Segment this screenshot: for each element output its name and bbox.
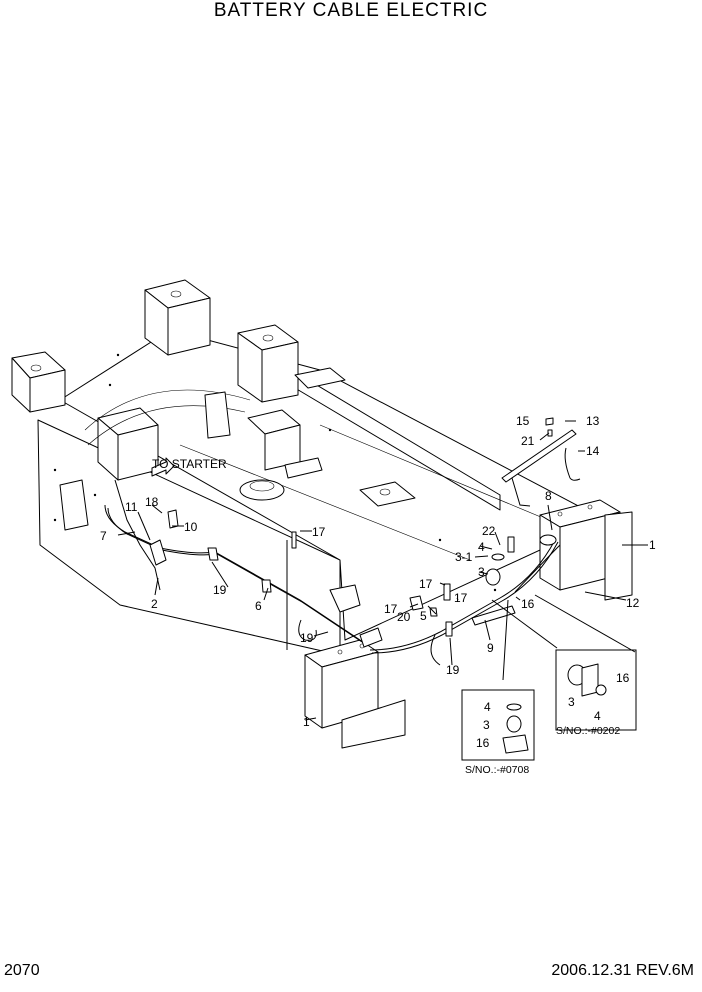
battery-cables <box>104 417 581 666</box>
callout-19: 19 <box>213 583 227 597</box>
callout-16: 16 <box>521 597 535 611</box>
serial-note-0202: S/NO.:-#0202 <box>556 725 620 737</box>
leader-lines <box>117 420 648 721</box>
callout-4: 4 <box>594 709 601 723</box>
inset-0202 <box>555 649 637 731</box>
callout-15: 15 <box>516 414 530 428</box>
revision-date: 2006.12.31 REV.6M <box>551 962 694 979</box>
callout-3: 3 <box>568 695 575 709</box>
serial-note-0708: S/NO.:-#0708 <box>465 764 529 776</box>
callout-17: 17 <box>454 591 468 605</box>
callout-6: 6 <box>255 599 262 613</box>
callout-14: 14 <box>586 444 600 458</box>
page-title: BATTERY CABLE ELECTRIC <box>213 0 489 21</box>
callout-4: 4 <box>484 700 491 714</box>
callout-17: 17 <box>384 602 398 616</box>
inset-0708 <box>461 689 535 761</box>
upper-frame-structure <box>11 279 606 656</box>
callout-17: 17 <box>312 525 326 539</box>
callout-3: 3 <box>478 565 485 579</box>
battery-right <box>539 499 633 601</box>
callout-12: 12 <box>626 596 640 610</box>
callout-22: 22 <box>482 524 496 538</box>
callout-4: 4 <box>478 540 485 554</box>
callout-5: 5 <box>420 609 427 623</box>
callout-10: 10 <box>184 520 198 534</box>
callout-18: 18 <box>145 495 159 509</box>
callout-2: 2 <box>151 597 158 611</box>
callout-19: 19 <box>446 663 460 677</box>
callout-21: 21 <box>521 434 535 448</box>
to-starter-annotation: TO STARTER <box>152 457 227 471</box>
battery-left <box>304 639 406 749</box>
callout-9: 9 <box>487 641 494 655</box>
callout-20: 20 <box>397 610 411 624</box>
callout-8: 8 <box>545 489 552 503</box>
callout-7: 7 <box>100 529 107 543</box>
callout-16: 16 <box>616 671 630 685</box>
callout-1: 1 <box>649 538 656 552</box>
callout-19: 19 <box>300 631 314 645</box>
callout-11: 11 <box>125 500 138 514</box>
callout-labels: 1 1 2 3 3 3 3-1 4 4 4 5 6 7 8 9 10 11 12… <box>100 414 656 776</box>
callout-3: 3 <box>483 718 490 732</box>
page-number: 2070 <box>4 962 40 979</box>
callout-13: 13 <box>586 414 600 428</box>
callout-16: 16 <box>476 736 490 750</box>
callout-1: 1 <box>303 715 310 729</box>
callout-17: 17 <box>419 577 433 591</box>
callout-3-1: 3-1 <box>455 550 473 564</box>
